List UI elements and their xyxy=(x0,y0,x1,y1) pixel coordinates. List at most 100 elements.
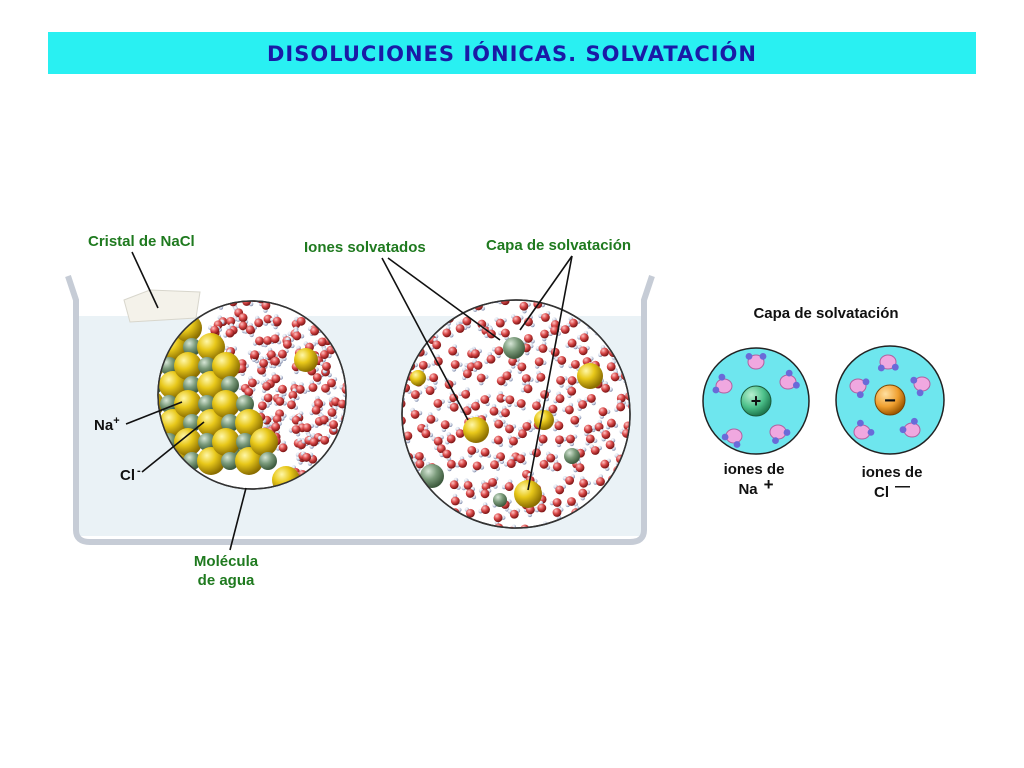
hydrogen-atom xyxy=(305,306,311,311)
water-molecule xyxy=(415,459,425,469)
chloride-ion xyxy=(84,205,102,223)
sodium-ion xyxy=(22,276,50,304)
water-molecule xyxy=(473,360,483,370)
hydrogen-atom xyxy=(297,278,301,282)
hydrogen-atom xyxy=(354,296,358,300)
hydrogen-atom xyxy=(254,295,258,299)
hydrogen-atom xyxy=(857,419,864,427)
cl-solvation-circle: − xyxy=(835,345,945,455)
sodium-ion xyxy=(159,409,187,437)
hydrogen-atom xyxy=(336,302,341,307)
sodium-ion xyxy=(577,363,603,389)
water-molecule xyxy=(605,440,615,450)
water-molecule xyxy=(251,281,260,290)
hydrogen-atom xyxy=(304,291,308,295)
water-molecule xyxy=(555,435,564,445)
water-molecule xyxy=(616,402,626,412)
chloride-ion xyxy=(198,395,216,413)
water-molecule xyxy=(319,415,329,425)
panel-cl-line1: iones de xyxy=(862,464,923,481)
water-molecule xyxy=(606,362,616,372)
hydrogen-atom xyxy=(240,282,244,286)
hydrogen-atom xyxy=(304,293,308,297)
sodium-ion xyxy=(37,257,65,285)
water-molecule xyxy=(591,302,601,312)
hydrogen-atom xyxy=(274,285,278,289)
hydrogen-atom xyxy=(783,429,791,436)
water-molecule xyxy=(569,303,579,313)
water-molecule xyxy=(560,325,570,334)
water-molecule xyxy=(586,393,596,403)
water-molecule xyxy=(504,482,514,492)
hydrogen-atom xyxy=(197,283,201,287)
water-molecule xyxy=(228,280,237,289)
water-molecule xyxy=(319,276,328,285)
water-molecule xyxy=(463,480,473,490)
hydrogen-atom xyxy=(622,300,627,305)
water-molecule xyxy=(299,277,308,286)
hydrogen-atom xyxy=(227,293,231,297)
sodium-ion xyxy=(22,428,50,456)
chloride-ion xyxy=(46,243,64,261)
water-molecule xyxy=(427,300,437,304)
water-molecule xyxy=(496,393,506,403)
hydrogen-atom xyxy=(235,284,239,288)
water-molecule xyxy=(509,509,519,519)
panel-title: Capa de solvatación xyxy=(753,305,898,322)
hydrogen-atom xyxy=(911,417,918,425)
hydrogen-atom xyxy=(862,378,870,386)
sodium-ion xyxy=(514,480,542,508)
water-molecule xyxy=(598,407,608,417)
chloride-ion xyxy=(198,357,216,375)
panel-na-line2: Na+ xyxy=(738,475,773,498)
chloride-ion xyxy=(84,167,102,185)
hydrogen-atom xyxy=(344,302,346,308)
water-molecule xyxy=(501,408,510,418)
water-molecule xyxy=(282,339,292,349)
water-molecule xyxy=(449,402,459,412)
water-molecule xyxy=(596,477,605,487)
cl-center-sign: − xyxy=(884,390,896,412)
hydrogen-atom xyxy=(258,283,262,287)
hydrogen-atom xyxy=(214,295,218,299)
hydrogen-atom xyxy=(342,280,346,284)
water-molecule xyxy=(270,334,280,344)
chloride-ion xyxy=(99,186,117,204)
water-molecule xyxy=(540,313,550,322)
water-molecule xyxy=(448,346,458,356)
chloride-ion xyxy=(221,414,239,432)
water-molecule xyxy=(250,350,260,360)
chloride-ion xyxy=(564,448,580,464)
water-molecule xyxy=(226,316,236,326)
water-molecule xyxy=(354,284,363,293)
hydrogen-atom xyxy=(503,293,507,297)
water-molecule xyxy=(433,398,443,408)
water-molecule xyxy=(879,354,897,370)
chloride-ion xyxy=(84,281,102,299)
hydrogen-atom xyxy=(234,292,238,296)
water-molecule xyxy=(426,414,436,424)
sodium-ion xyxy=(294,348,318,372)
water-molecule xyxy=(500,328,510,338)
water-molecule xyxy=(903,422,921,438)
sodium-ion xyxy=(98,200,126,228)
chloride-ion xyxy=(31,300,49,318)
hydrogen-atom xyxy=(548,300,554,302)
hydrogen-atom xyxy=(425,309,431,315)
water-molecule xyxy=(623,300,630,303)
chloride-ion xyxy=(31,452,49,470)
water-molecule xyxy=(539,459,549,469)
water-molecule xyxy=(518,429,527,439)
hydrogen-atom xyxy=(246,294,250,298)
water-molecule xyxy=(552,498,562,507)
water-molecule xyxy=(579,333,589,343)
hydrogen-atom xyxy=(856,391,864,399)
hydrogen-atom xyxy=(338,305,343,310)
water-molecule xyxy=(241,284,250,293)
water-molecule xyxy=(255,336,264,346)
water-molecule xyxy=(259,358,269,368)
hydrogen-atom xyxy=(712,386,720,394)
sodium-ion xyxy=(174,352,202,380)
hydrogen-atom xyxy=(367,292,371,296)
water-molecule xyxy=(523,333,533,343)
